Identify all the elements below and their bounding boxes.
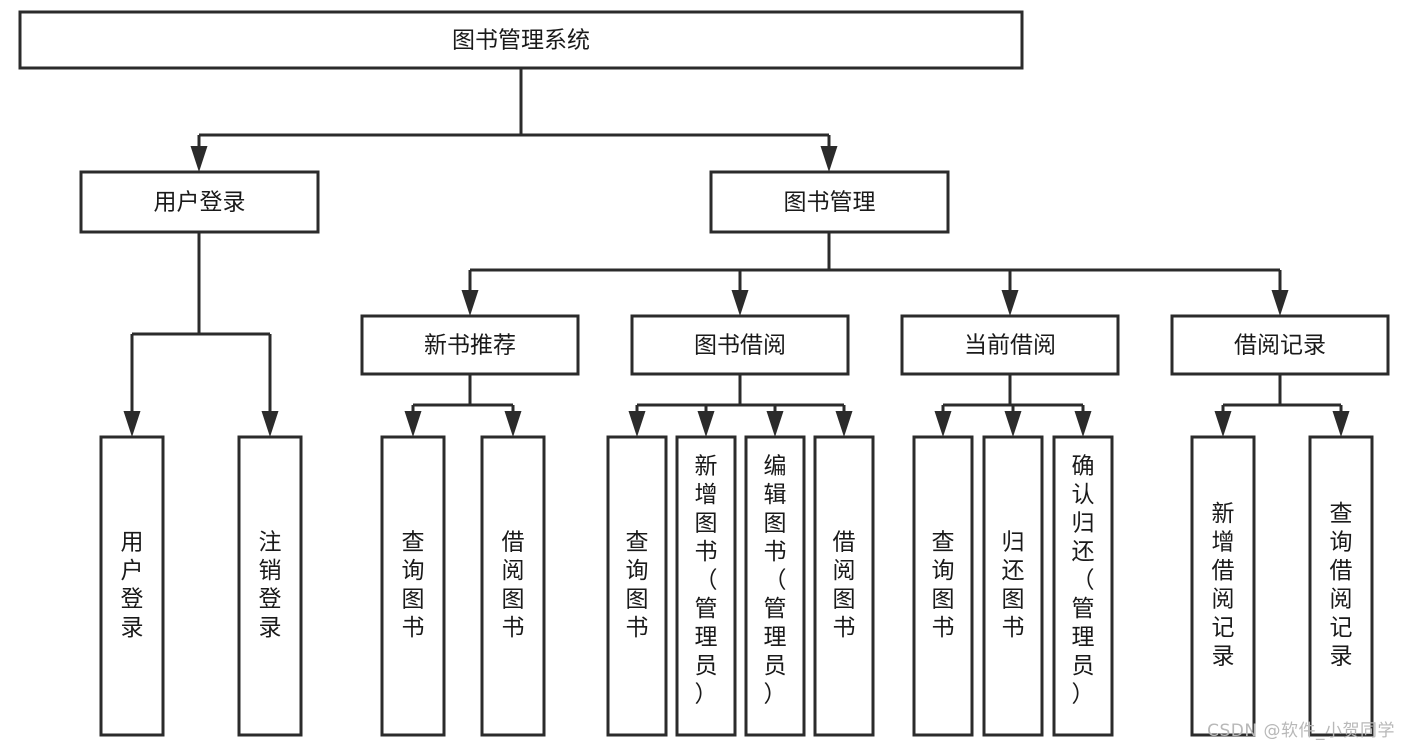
node-leaf-return-book[interactable]: 归还图书 (982, 435, 1044, 737)
user-login-drop-1-head (261, 411, 279, 437)
node-label-leaf-edit-book-admin: 编辑图书（管理员） (764, 454, 787, 708)
node-leaf-query-book-recommend[interactable]: 查询图书 (380, 435, 446, 737)
node-borrow-record[interactable]: 借阅记录 (1170, 314, 1390, 376)
book-manage-drop-0-head (461, 290, 479, 316)
connectors-layer (123, 68, 1350, 437)
node-current-borrow[interactable]: 当前借阅 (900, 314, 1120, 376)
node-leaf-logout-login[interactable]: 注销登录 (237, 435, 303, 737)
book-borrow-leaf-drop-3-head (835, 411, 853, 437)
node-new-book-recommend[interactable]: 新书推荐 (360, 314, 580, 376)
node-box-new-book-recommend[interactable] (360, 314, 580, 376)
node-label-leaf-query-book-recommend: 查询图书 (402, 530, 425, 642)
node-book-manage[interactable]: 图书管理 (709, 170, 950, 234)
new-book-recommend-leaf-drop-0-head (404, 411, 422, 437)
node-box-leaf-add-borrow-record[interactable] (1190, 435, 1256, 737)
user-login-drop-0-head (123, 411, 141, 437)
node-box-root[interactable] (18, 10, 1024, 70)
node-leaf-add-borrow-record[interactable]: 新增借阅记录 (1190, 435, 1256, 737)
node-user-login[interactable]: 用户登录 (79, 170, 320, 234)
node-leaf-borrow-book-recommend[interactable]: 借阅图书 (480, 435, 546, 737)
node-label-book-borrow: 图书借阅 (694, 333, 786, 359)
node-label-new-book-recommend: 新书推荐 (424, 333, 516, 359)
node-box-leaf-query-book-borrow[interactable] (606, 435, 668, 737)
node-leaf-query-book-borrow[interactable]: 查询图书 (606, 435, 668, 737)
node-box-leaf-query-borrow-record[interactable] (1308, 435, 1374, 737)
node-box-leaf-borrow-book-recommend[interactable] (480, 435, 546, 737)
node-box-user-login[interactable] (79, 170, 320, 234)
node-label-leaf-query-book-borrow: 查询图书 (626, 530, 649, 642)
root-drop-0-head (190, 146, 208, 172)
node-root[interactable]: 图书管理系统 (18, 10, 1024, 70)
node-box-leaf-edit-book-admin[interactable] (744, 435, 806, 737)
node-label-leaf-borrow-book-recommend: 借阅图书 (502, 530, 525, 642)
node-box-leaf-query-book-current[interactable] (912, 435, 974, 737)
node-box-leaf-query-book-recommend[interactable] (380, 435, 446, 737)
book-borrow-leaf-drop-1-head (697, 411, 715, 437)
nodes-layer: 图书管理系统用户登录图书管理新书推荐图书借阅当前借阅借阅记录用户登录注销登录查询… (18, 10, 1390, 737)
node-box-leaf-logout-login[interactable] (237, 435, 303, 737)
book-borrow-leaf-drop-0-head (628, 411, 646, 437)
node-box-book-borrow[interactable] (630, 314, 850, 376)
node-label-borrow-record: 借阅记录 (1234, 333, 1326, 359)
current-borrow-leaf-drop-2-head (1074, 411, 1092, 437)
new-book-recommend-leaf-drop-1-head (504, 411, 522, 437)
node-label-user-login: 用户登录 (154, 190, 246, 216)
node-leaf-query-book-current[interactable]: 查询图书 (912, 435, 974, 737)
node-leaf-query-borrow-record[interactable]: 查询借阅记录 (1308, 435, 1374, 737)
node-label-leaf-query-book-current: 查询图书 (932, 530, 955, 642)
node-box-book-manage[interactable] (709, 170, 950, 234)
root-drop-1-head (820, 146, 838, 172)
book-borrow-leaf-drop-2-head (766, 411, 784, 437)
node-label-leaf-confirm-return-admin: 确认归还（管理员） (1072, 454, 1095, 708)
node-label-leaf-query-borrow-record: 查询借阅记录 (1330, 501, 1353, 670)
book-manage-drop-2-head (1001, 290, 1019, 316)
node-label-leaf-logout-login: 注销登录 (259, 530, 282, 642)
node-leaf-add-book-admin[interactable]: 新增图书（管理员） (675, 435, 737, 737)
node-label-book-manage: 图书管理 (784, 190, 876, 216)
node-box-leaf-confirm-return-admin[interactable] (1052, 435, 1114, 737)
node-leaf-borrow-book[interactable]: 借阅图书 (813, 435, 875, 737)
book-manage-drop-1-head (731, 290, 749, 316)
node-leaf-confirm-return-admin[interactable]: 确认归还（管理员） (1052, 435, 1114, 737)
node-label-leaf-return-book: 归还图书 (1002, 530, 1025, 642)
book-manage-drop-3-head (1271, 290, 1289, 316)
node-box-leaf-borrow-book[interactable] (813, 435, 875, 737)
node-leaf-user-login[interactable]: 用户登录 (99, 435, 165, 737)
borrow-record-leaf-drop-0-head (1214, 411, 1232, 437)
current-borrow-leaf-drop-1-head (1004, 411, 1022, 437)
node-box-current-borrow[interactable] (900, 314, 1120, 376)
node-box-leaf-add-book-admin[interactable] (675, 435, 737, 737)
node-box-leaf-user-login[interactable] (99, 435, 165, 737)
node-label-leaf-borrow-book: 借阅图书 (833, 530, 856, 642)
node-label-leaf-user-login: 用户登录 (121, 530, 144, 642)
node-label-current-borrow: 当前借阅 (964, 333, 1056, 359)
node-leaf-edit-book-admin[interactable]: 编辑图书（管理员） (744, 435, 806, 737)
current-borrow-leaf-drop-0-head (934, 411, 952, 437)
node-box-leaf-return-book[interactable] (982, 435, 1044, 737)
node-box-borrow-record[interactable] (1170, 314, 1390, 376)
node-label-leaf-add-book-admin: 新增图书（管理员） (695, 454, 718, 708)
borrow-record-leaf-drop-1-head (1332, 411, 1350, 437)
node-label-leaf-add-borrow-record: 新增借阅记录 (1212, 501, 1235, 670)
node-book-borrow[interactable]: 图书借阅 (630, 314, 850, 376)
node-label-root: 图书管理系统 (452, 28, 590, 54)
